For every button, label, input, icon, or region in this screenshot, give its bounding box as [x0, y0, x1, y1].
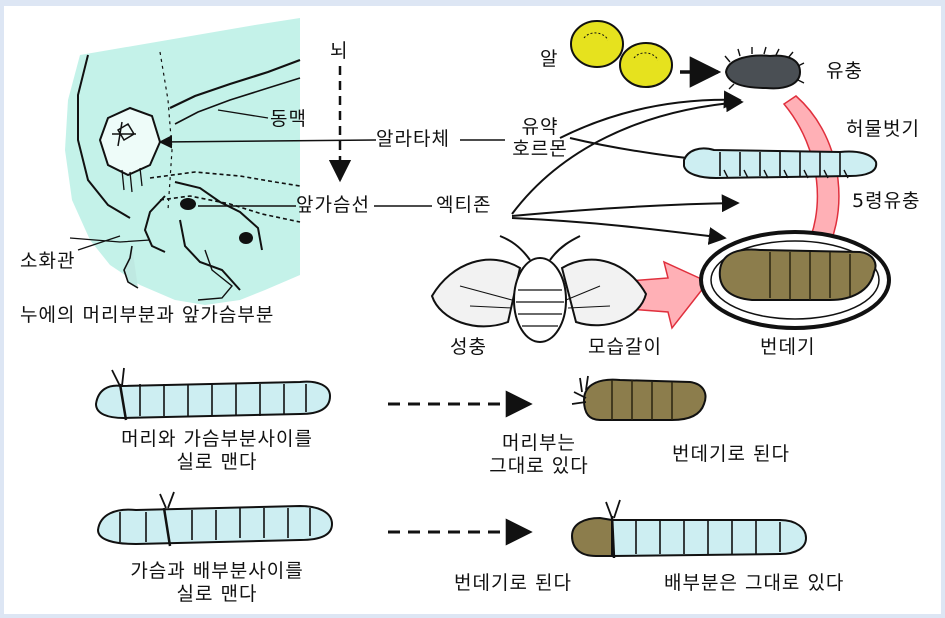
experiment1-caption-line1: 머리와 가슴부분사이를 [72, 428, 362, 450]
egg-label: 알 [540, 48, 558, 70]
pupa-label: 번데기 [760, 336, 815, 358]
molting-label: 허물벗기 [846, 118, 920, 140]
ecdysone-label: 엑티존 [436, 194, 491, 216]
metamorphosis-label: 모습갈이 [588, 336, 662, 358]
larva-label: 유충 [826, 60, 863, 82]
experiment1-result1-line1: 머리부는 [464, 432, 614, 454]
experiment1-caption-line2: 실로 맨다 [72, 451, 362, 473]
aorta-label: 동맥 [270, 108, 307, 130]
experiment2-larva-illustration [98, 492, 332, 546]
juvenile-hormone-label-line1: 유약 [500, 116, 580, 138]
prothoracic-gland-label: 앞가슴선 [296, 194, 370, 216]
hatchling-larva-illustration [725, 47, 804, 89]
silkworm-head-section [65, 18, 300, 305]
experiment2-caption-line2: 실로 맨다 [72, 583, 362, 605]
experiment2-result-illustration [572, 500, 806, 558]
experiment2-caption-line1: 가슴과 배부분사이를 [72, 560, 362, 582]
experiment1-larva-illustration [96, 368, 330, 420]
adult-label: 성충 [450, 336, 487, 358]
adult-moth-illustration [432, 236, 646, 342]
experiment2-result1: 번데기로 된다 [454, 572, 572, 594]
egg-illustration [571, 21, 672, 87]
juvenile-hormone-label-line2: 호르몬 [500, 138, 580, 160]
experiment2-result2: 배부분은 그대로 있다 [664, 572, 844, 594]
cocoon-pupa-illustration [701, 232, 889, 328]
experiment1-result2: 번데기로 된다 [672, 443, 790, 465]
brain-label: 뇌 [330, 40, 348, 62]
experiment1-result1-line2: 그대로 있다 [464, 455, 614, 477]
fifth-instar-label: 5령유충 [852, 190, 921, 212]
experiment1-result-illustration [572, 376, 705, 420]
fifth-instar-larva-illustration [684, 148, 876, 178]
head-diagram-caption: 누에의 머리부분과 앞가슴부분 [20, 304, 274, 326]
digestive-tube-label: 소화관 [20, 250, 75, 272]
corpus-allatum-label: 알라타체 [376, 128, 450, 150]
